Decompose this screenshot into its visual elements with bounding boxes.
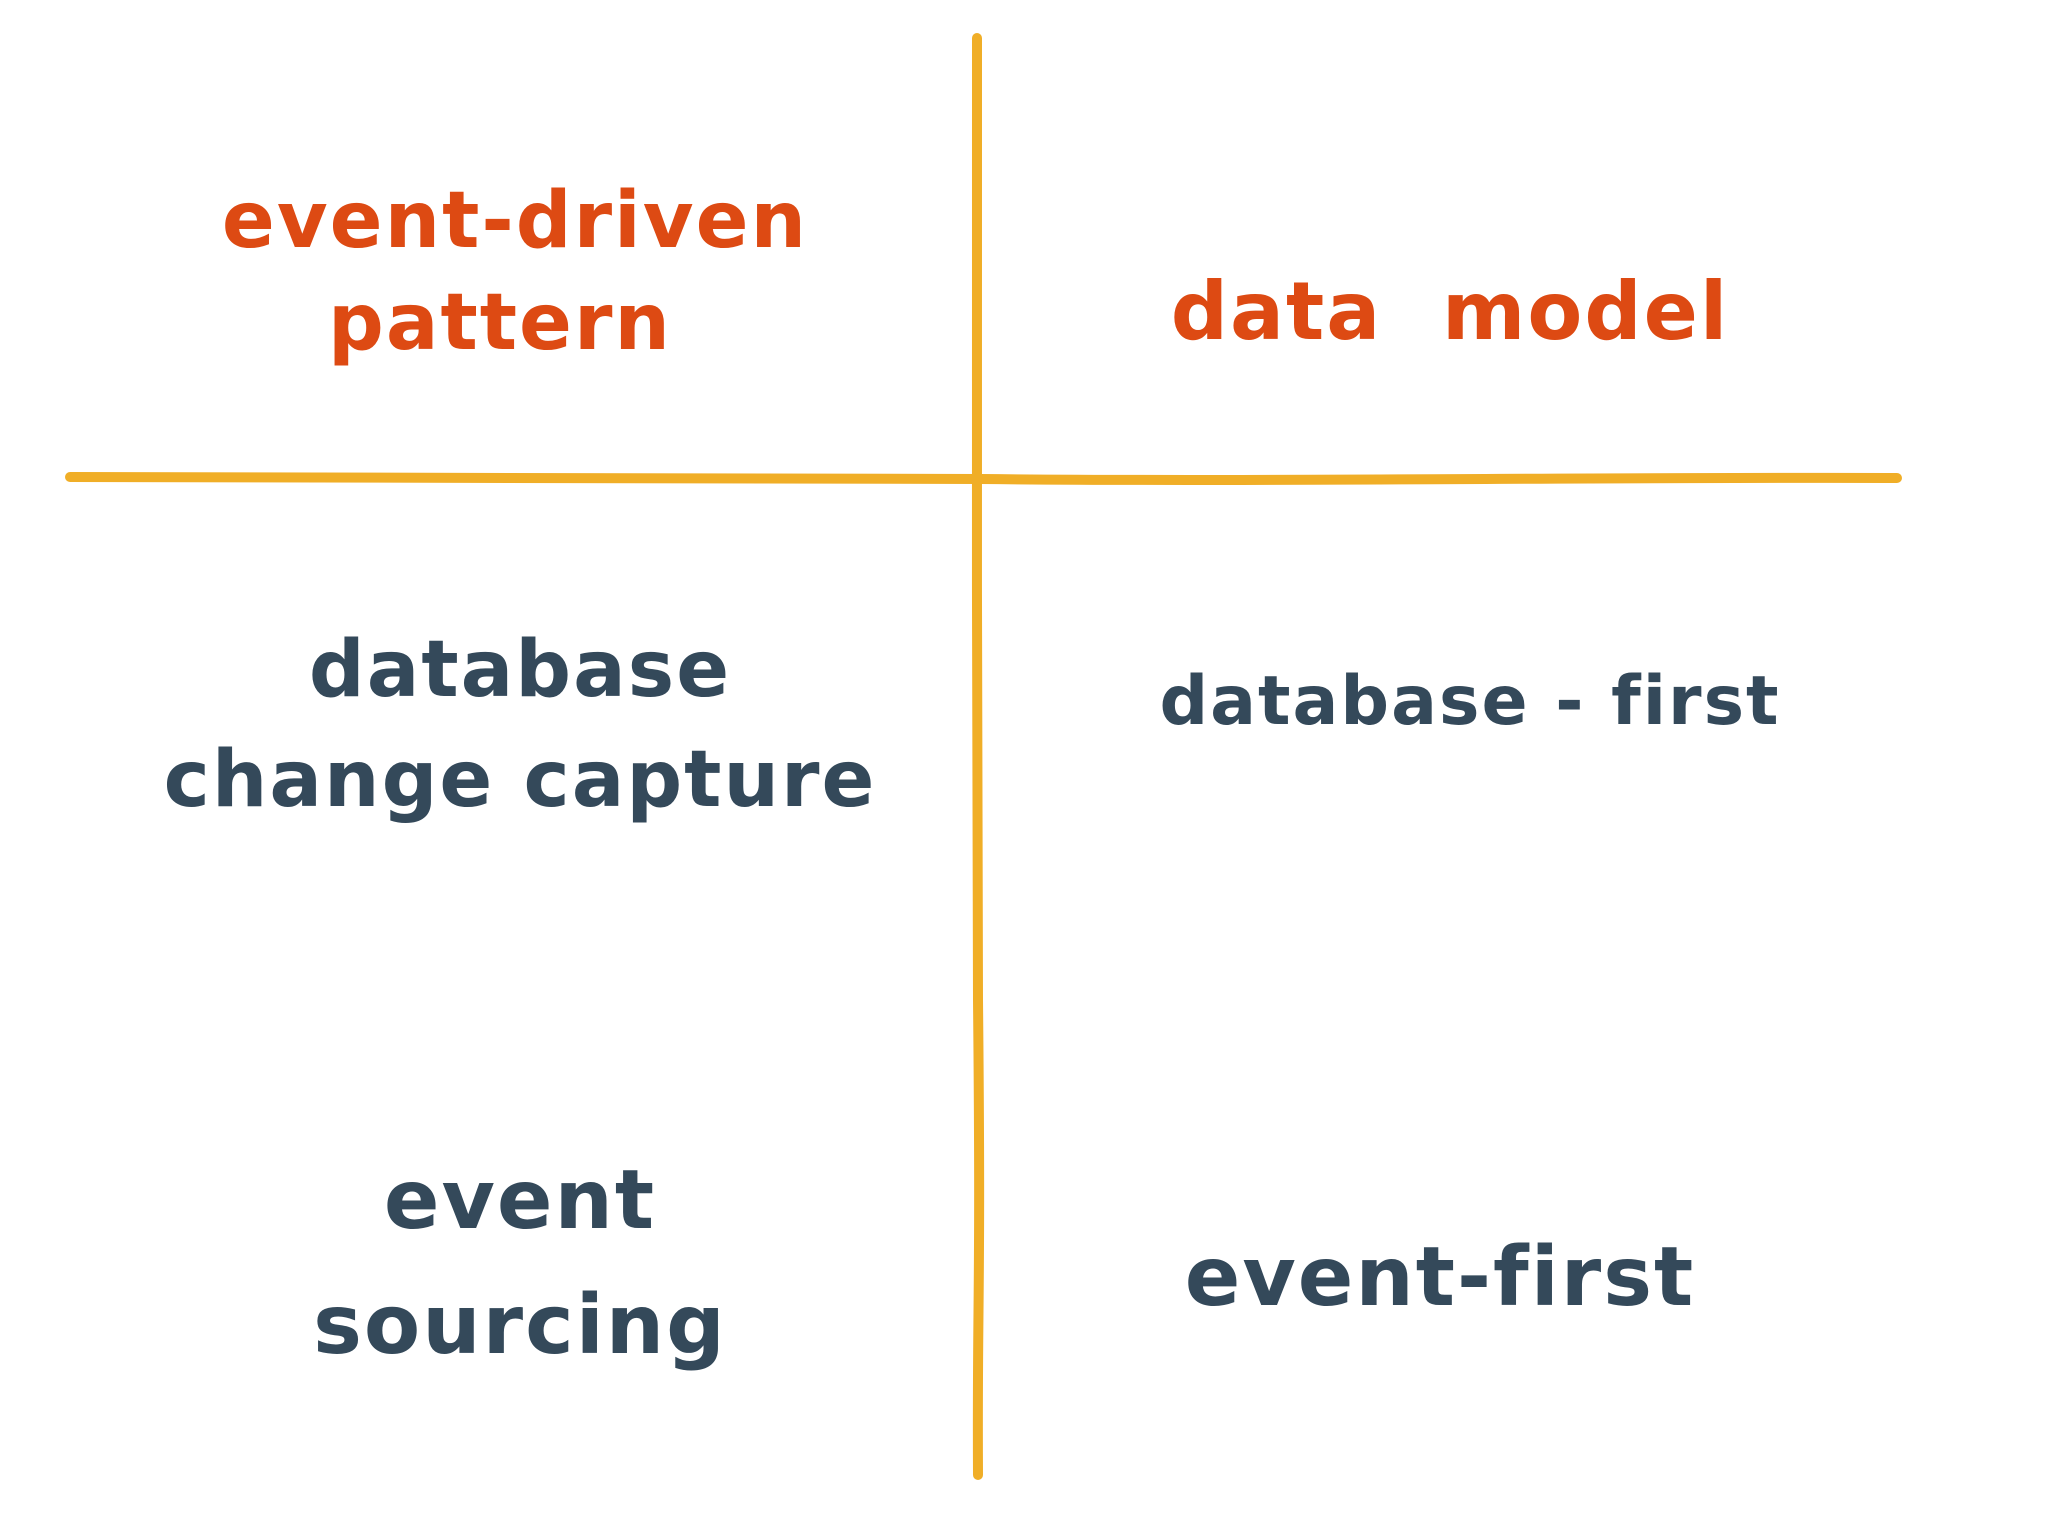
cell-row2-left-line2: sourcing [313, 1278, 727, 1373]
cell-row2-right-line1: event-first [1184, 1230, 1696, 1325]
cell-database-first: database - first [1080, 652, 1860, 752]
cell-database-change-capture: database change capture [130, 615, 910, 835]
cell-row2-left-line1: event [383, 1153, 657, 1248]
header-right-line1: data model [1170, 265, 1730, 358]
cell-row1-right-line1: database - first [1159, 662, 1781, 741]
header-event-driven-pattern: event-driven pattern [215, 170, 815, 374]
horizontal-divider [65, 472, 1902, 485]
header-data-model: data model [1150, 262, 1750, 362]
cell-row1-left-line1: database [308, 625, 732, 715]
cell-event-sourcing: event sourcing [220, 1138, 820, 1388]
cell-row1-left-line2: change capture [163, 735, 877, 825]
cell-event-first: event-first [1100, 1228, 1780, 1328]
header-left-line1: event-driven [221, 176, 809, 266]
header-left-line2: pattern [328, 278, 672, 368]
vertical-divider [971, 33, 985, 1480]
